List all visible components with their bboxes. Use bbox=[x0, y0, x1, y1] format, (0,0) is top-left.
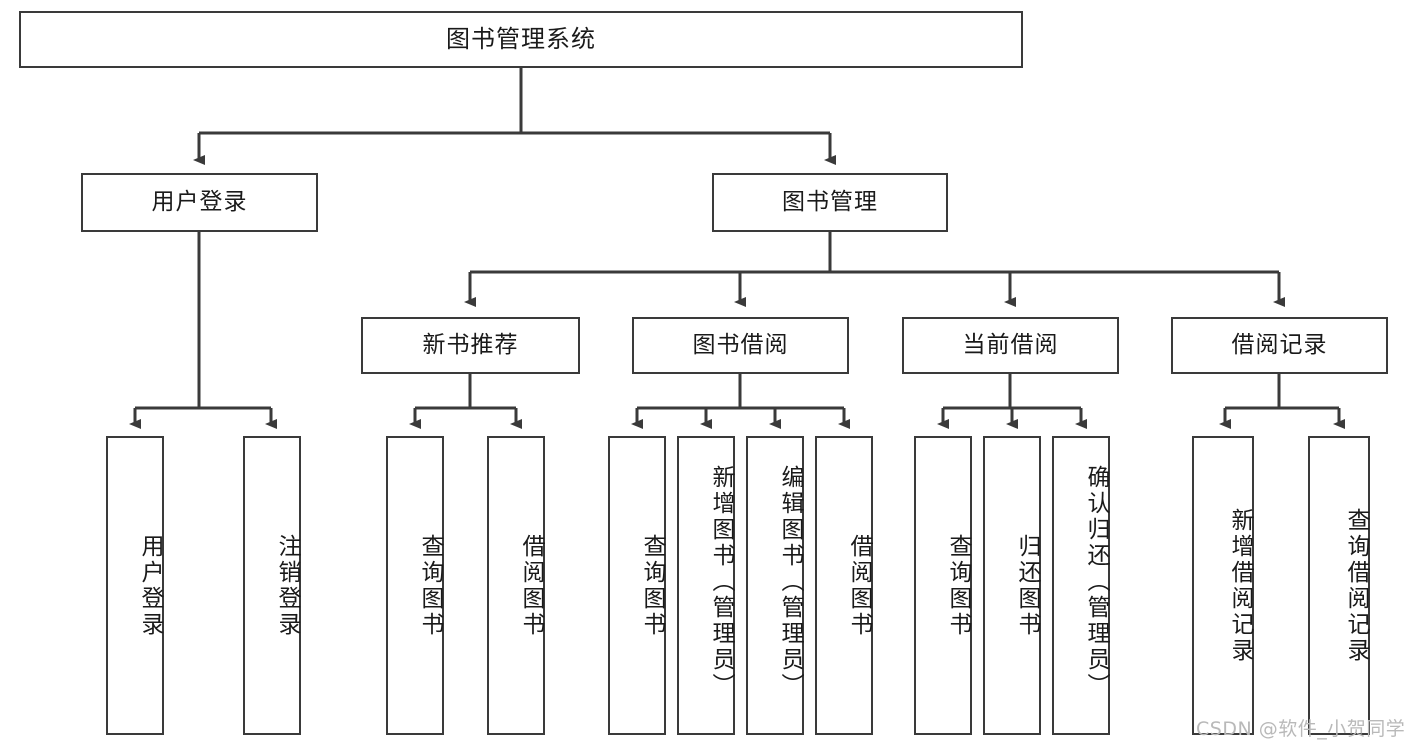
node-leaf-query-record[interactable]: 查询借阅记录 bbox=[1308, 436, 1370, 735]
node-root-label: 图书管理系统 bbox=[446, 25, 596, 54]
node-leaf-return-book[interactable]: 归还图书 bbox=[983, 436, 1041, 735]
node-current-borrow-label: 当前借阅 bbox=[962, 331, 1059, 358]
node-leaf-query-book-3-label: 查询图书 bbox=[945, 533, 971, 638]
node-borrow-record[interactable]: 借阅记录 bbox=[1171, 317, 1388, 374]
node-root-book-management-system[interactable]: 图书管理系统 bbox=[19, 11, 1023, 68]
node-current-borrow[interactable]: 当前借阅 bbox=[902, 317, 1119, 374]
node-leaf-query-book-1[interactable]: 查询图书 bbox=[386, 436, 444, 735]
node-leaf-query-book-2-label: 查询图书 bbox=[639, 533, 665, 638]
node-book-management[interactable]: 图书管理 bbox=[712, 173, 948, 232]
node-leaf-confirm-return[interactable]: 确认归还（管理员） bbox=[1052, 436, 1110, 735]
node-leaf-add-record-label: 新增借阅记录 bbox=[1227, 507, 1253, 664]
node-book-borrow[interactable]: 图书借阅 bbox=[632, 317, 849, 374]
node-new-book-recommend[interactable]: 新书推荐 bbox=[361, 317, 580, 374]
node-borrow-record-label: 借阅记录 bbox=[1231, 331, 1328, 358]
node-leaf-logout-login-label: 注销登录 bbox=[274, 533, 300, 638]
node-leaf-edit-book[interactable]: 编辑图书（管理员） bbox=[746, 436, 804, 735]
node-leaf-user-login[interactable]: 用户登录 bbox=[106, 436, 164, 735]
node-book-management-label: 图书管理 bbox=[782, 188, 878, 215]
node-leaf-query-book-2[interactable]: 查询图书 bbox=[608, 436, 666, 735]
node-leaf-borrow-book-1[interactable]: 借阅图书 bbox=[487, 436, 545, 735]
node-leaf-edit-book-label: 编辑图书（管理员） bbox=[777, 464, 803, 699]
node-leaf-query-book-3[interactable]: 查询图书 bbox=[914, 436, 972, 735]
node-leaf-borrow-book-2-label: 借阅图书 bbox=[846, 533, 872, 638]
node-leaf-logout-login[interactable]: 注销登录 bbox=[243, 436, 301, 735]
node-book-borrow-label: 图书借阅 bbox=[692, 331, 789, 358]
node-leaf-add-book-label: 新增图书（管理员） bbox=[708, 464, 734, 699]
node-leaf-query-book-1-label: 查询图书 bbox=[417, 533, 443, 638]
node-leaf-add-record[interactable]: 新增借阅记录 bbox=[1192, 436, 1254, 735]
node-leaf-borrow-book-2[interactable]: 借阅图书 bbox=[815, 436, 873, 735]
node-leaf-user-login-label: 用户登录 bbox=[137, 533, 163, 638]
watermark-csdn: CSDN @软件_小贺同学 bbox=[1196, 718, 1405, 740]
node-leaf-confirm-return-label: 确认归还（管理员） bbox=[1083, 464, 1109, 699]
node-leaf-query-record-label: 查询借阅记录 bbox=[1343, 507, 1369, 664]
node-leaf-add-book[interactable]: 新增图书（管理员） bbox=[677, 436, 735, 735]
node-user-login-label: 用户登录 bbox=[151, 188, 248, 215]
node-leaf-borrow-book-1-label: 借阅图书 bbox=[518, 533, 544, 638]
node-new-book-recommend-label: 新书推荐 bbox=[422, 331, 519, 358]
node-leaf-return-book-label: 归还图书 bbox=[1014, 533, 1040, 638]
node-user-login[interactable]: 用户登录 bbox=[81, 173, 318, 232]
